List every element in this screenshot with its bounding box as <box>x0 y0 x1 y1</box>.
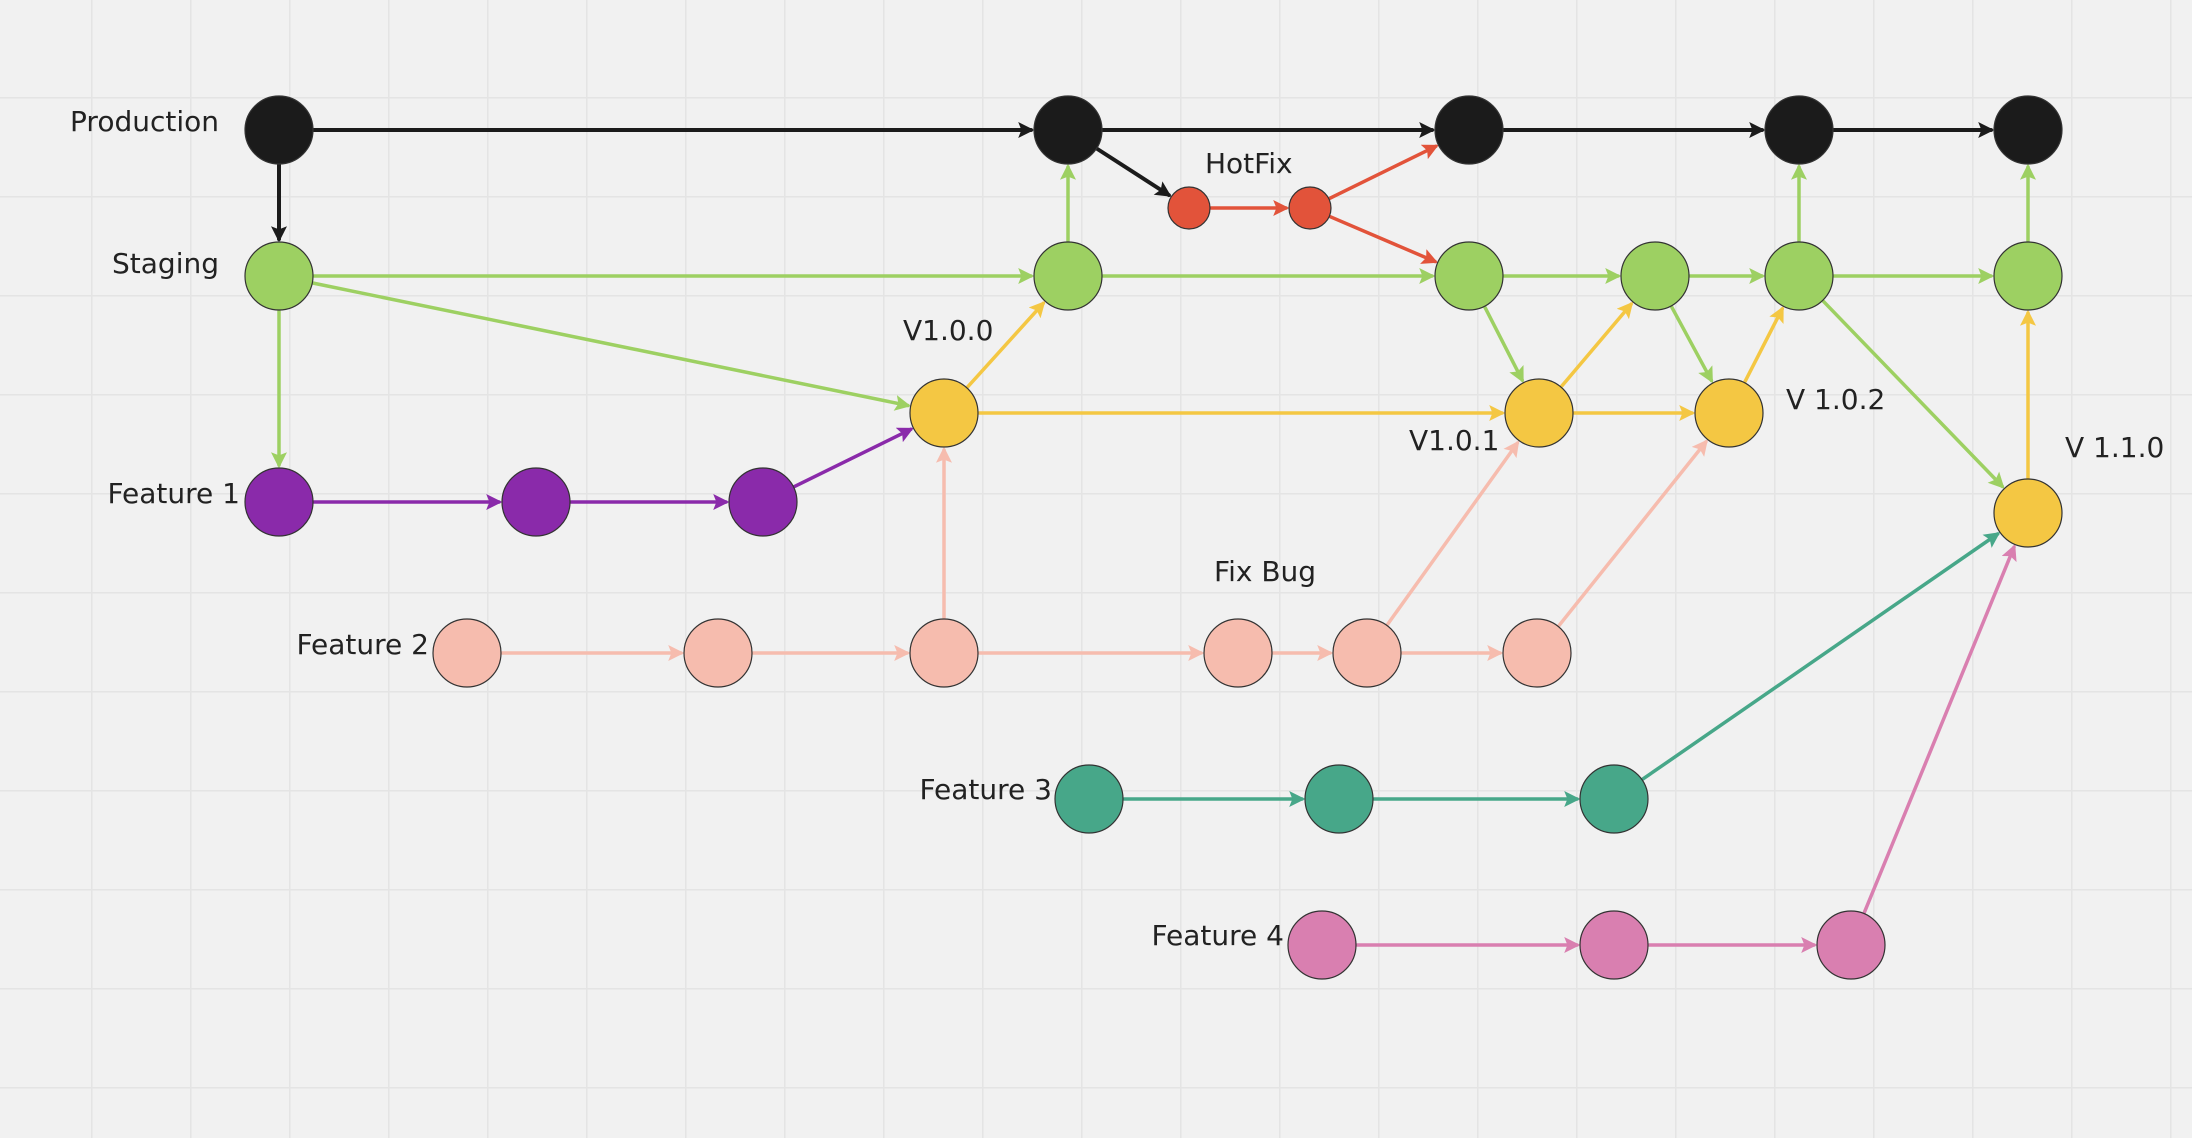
release-label-v101: V1.0.1 <box>1409 424 1499 457</box>
commit-node-h1[interactable] <box>1167 186 1211 230</box>
commit-node-f2e[interactable] <box>1332 618 1402 688</box>
commit-node-r4[interactable] <box>1993 478 2063 548</box>
commit-node-p4[interactable] <box>1764 95 1834 165</box>
commit-node-f2d[interactable] <box>1203 618 1273 688</box>
edge-r2-s4 <box>1559 301 1634 389</box>
commit-node-f2f[interactable] <box>1502 618 1572 688</box>
edge-r3-s5 <box>1743 306 1784 384</box>
edge-f4c-r4 <box>1862 544 2017 915</box>
branch-label-feature1: Feature 1 <box>107 477 240 510</box>
branch-label-staging: Staging <box>112 247 219 280</box>
edge-p2-h1 <box>1095 147 1172 197</box>
commit-node-r1[interactable] <box>909 378 979 448</box>
commit-node-p5[interactable] <box>1993 95 2063 165</box>
commit-node-f3a[interactable] <box>1054 764 1124 834</box>
commit-node-f2c[interactable] <box>909 618 979 688</box>
commit-node-f1b[interactable] <box>501 467 571 537</box>
edge-s5-r4 <box>1821 299 2005 489</box>
nodes-layer <box>244 95 2063 980</box>
commit-node-s2[interactable] <box>1033 241 1103 311</box>
commit-node-f4c[interactable] <box>1816 910 1886 980</box>
commit-node-f2b[interactable] <box>683 618 753 688</box>
release-label-v100: V1.0.0 <box>903 314 993 347</box>
branch-label-feature3: Feature 3 <box>919 773 1052 806</box>
edge-f2f-r3 <box>1557 439 1708 628</box>
commit-node-r2[interactable] <box>1504 378 1574 448</box>
edge-r1-s2 <box>965 301 1046 389</box>
commit-node-p2[interactable] <box>1033 95 1103 165</box>
commit-node-p1[interactable] <box>244 95 314 165</box>
commit-node-f4a[interactable] <box>1287 910 1357 980</box>
commit-node-s1[interactable] <box>244 241 314 311</box>
hotfix-label: HotFix <box>1205 147 1293 180</box>
branch-label-feature2: Feature 2 <box>296 628 429 661</box>
release-label-v110: V 1.1.0 <box>2065 431 2164 464</box>
branch-label-production: Production <box>70 105 219 138</box>
edge-f1c-r1 <box>792 427 914 489</box>
commit-node-f2a[interactable] <box>432 618 502 688</box>
edge-s1-r1 <box>311 281 911 411</box>
edge-f3c-r4 <box>1641 532 2001 781</box>
commit-node-r3[interactable] <box>1694 378 1764 448</box>
edge-f2e-r2 <box>1385 440 1520 627</box>
commit-node-s3[interactable] <box>1434 241 1504 311</box>
commit-node-f1c[interactable] <box>728 467 798 537</box>
release-label-v102: V 1.0.2 <box>1786 383 1885 416</box>
edge-h2-p3 <box>1328 144 1439 201</box>
fix-bug-label: Fix Bug <box>1214 555 1316 588</box>
commit-node-f3b[interactable] <box>1304 764 1374 834</box>
commit-node-s4[interactable] <box>1620 241 1690 311</box>
commit-node-s5[interactable] <box>1764 241 1834 311</box>
edge-s4-r3 <box>1669 305 1714 384</box>
commit-node-s6[interactable] <box>1993 241 2063 311</box>
branch-label-feature4: Feature 4 <box>1151 919 1284 952</box>
commit-node-f3c[interactable] <box>1579 764 1649 834</box>
edge-s3-r2 <box>1483 305 1524 383</box>
commit-node-p3[interactable] <box>1434 95 1504 165</box>
commit-node-h2[interactable] <box>1288 186 1332 230</box>
edge-h2-s3 <box>1328 214 1438 264</box>
labels-layer: Production Staging Feature 1 Feature 2 F… <box>70 105 2164 952</box>
commit-node-f4b[interactable] <box>1579 910 1649 980</box>
edges-layer <box>271 122 2036 953</box>
commit-node-f1a[interactable] <box>244 467 314 537</box>
